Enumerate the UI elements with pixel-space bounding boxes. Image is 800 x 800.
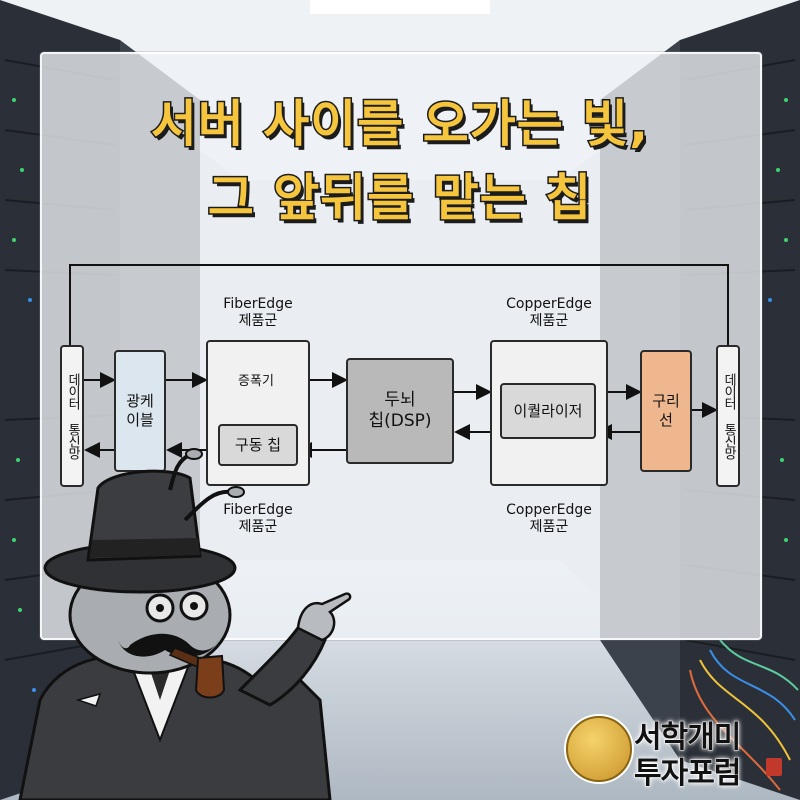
left-network-box: 데이터 통신망 xyxy=(60,345,84,487)
equalizer-label: 이퀄라이저 xyxy=(513,401,583,420)
driver-chip-label: 구동 칩 xyxy=(234,435,282,454)
right-network-box: 데이터 통신망 xyxy=(716,345,740,487)
left-network-label: 데이터 통신망 xyxy=(65,373,81,459)
copperedge-bottom-name: CopperEdge xyxy=(506,502,592,518)
title-line-1: 서버 사이를 오가는 빛, xyxy=(149,94,650,155)
copper-label-line2: 선 xyxy=(659,411,673,429)
copperedge-top-name: CopperEdge xyxy=(506,296,592,312)
driver-chip-box: 구동 칩 xyxy=(218,424,298,466)
right-network-label: 데이터 통신망 xyxy=(721,373,737,459)
dsp-label-line1: 두뇌 xyxy=(384,389,416,410)
fiberedge-bottom-sub: 제품군 xyxy=(238,518,278,535)
logo-emblem xyxy=(566,716,632,782)
copper-wire-box: 구리 선 xyxy=(640,350,692,472)
logo-line-2: 투자포럼 xyxy=(633,756,741,792)
title-line-2: 그 앞뒤를 맡는 칩 xyxy=(206,168,593,229)
top-loop-line xyxy=(69,264,729,345)
fiberedge-bottom-label: FiberEdge 제품군 xyxy=(188,502,328,536)
equalizer-box: 이퀄라이저 xyxy=(500,383,596,439)
copperedge-top-sub: 제품군 xyxy=(529,312,569,329)
fiberedge-bottom-name: FiberEdge xyxy=(223,502,293,518)
logo-seal-icon xyxy=(766,758,782,776)
copperedge-top-label: CopperEdge 제품군 xyxy=(479,296,619,330)
fiberedge-top-sub: 제품군 xyxy=(238,312,278,329)
dsp-label-line2: 칩(DSP) xyxy=(368,411,432,431)
copperedge-bottom-label: CopperEdge 제품군 xyxy=(479,502,619,536)
dsp-chip-box: 두뇌 칩(DSP) xyxy=(346,358,454,464)
fiberedge-top-label: FiberEdge 제품군 xyxy=(188,296,328,330)
amplifier-label: 증폭기 xyxy=(238,374,274,389)
fiberedge-top-name: FiberEdge xyxy=(223,296,293,312)
copperedge-bottom-sub: 제품군 xyxy=(529,518,569,535)
copper-label-line1: 구리 xyxy=(652,392,680,411)
optical-cable-label: 광케이블 xyxy=(126,392,154,429)
optical-cable-box: 광케이블 xyxy=(114,350,166,472)
logo-line-1: 서학개미 xyxy=(633,720,741,756)
